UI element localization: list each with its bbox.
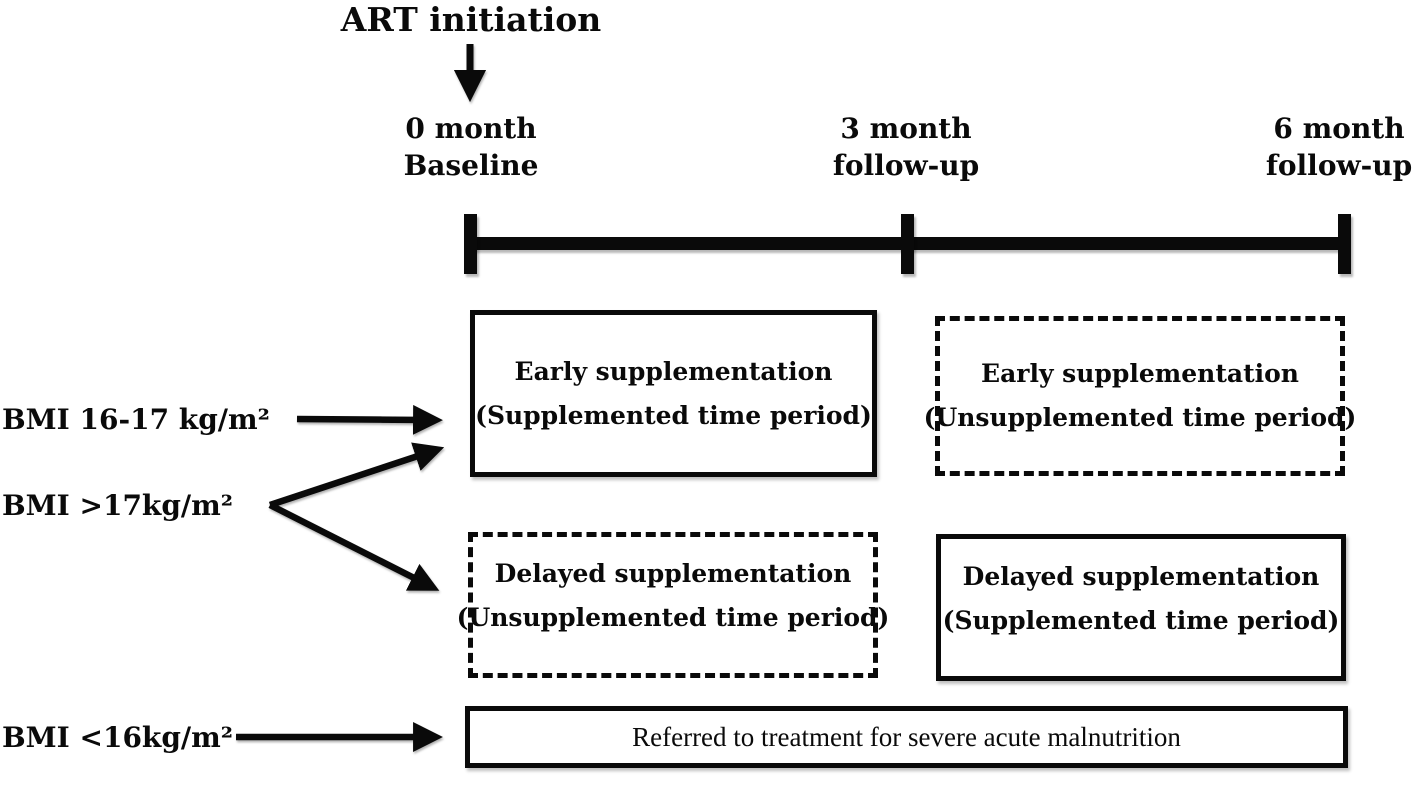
box-early-supplemented-line1: Early supplementation <box>514 356 833 386</box>
bmi-lt-16-label: BMI <16kg/m² <box>2 721 234 754</box>
box-delayed-supplementation-unsupplemented: Delayed supplementation (Unsupplemented … <box>457 532 889 678</box>
arrow-bmi-gt17-to-delayed-box <box>268 502 440 591</box>
timeline-label-3-month-line1: 3 month <box>840 112 972 145</box>
timeline-tick-baseline <box>464 214 477 274</box>
arrow-bmi-16-17-to-early-box <box>296 404 443 435</box>
box-early-unsupplemented-line2: (Unsupplemented time period) <box>923 403 1357 432</box>
timeline-label-0-month-line2: Baseline <box>403 149 539 182</box>
box-delayed-supplemented-line2: (Supplemented time period) <box>942 605 1340 635</box>
box-early-unsupplemented-line1: Early supplementation <box>981 359 1299 388</box>
art-initiation-label: ART initiation <box>340 0 602 39</box>
arrow-bmi-gt17-to-early-box <box>268 442 445 509</box>
box-delayed-supplemented-line1: Delayed supplementation <box>962 561 1320 591</box>
box-early-supplementation-supplemented: Early supplementation (Supplemented time… <box>470 310 877 477</box>
timeline-label-3-month-line2: follow-up <box>832 149 980 182</box>
bmi-gt-17-label: BMI >17kg/m² <box>2 489 234 522</box>
box-delayed-unsupplemented-line1: Delayed supplementation <box>494 559 852 588</box>
box-early-supplemented-line2: (Supplemented time period) <box>475 400 872 430</box>
box-early-supplementation-unsupplemented: Early supplementation (Unsupplemented ti… <box>924 316 1356 476</box>
timeline-label-0-month-line1: 0 month <box>405 112 537 145</box>
box-referred-severe-malnutrition: Referred to treatment for severe acute m… <box>465 706 1348 768</box>
box-delayed-unsupplemented-line2: (Unsupplemented time period) <box>456 603 890 632</box>
timeline-label-6-month: 6 month follow-up <box>1266 110 1412 184</box>
timeline-tick-6-month <box>1338 214 1351 274</box>
bmi-16-17-label: BMI 16-17 kg/m² <box>2 403 270 436</box>
timeline-label-6-month-line1: 6 month <box>1273 112 1405 145</box>
box-delayed-supplementation-supplemented: Delayed supplementation (Supplemented ti… <box>936 534 1346 681</box>
timeline-label-6-month-line2: follow-up <box>1265 149 1413 182</box>
box-referred-label: Referred to treatment for severe acute m… <box>632 722 1181 752</box>
timeline-tick-3-month <box>901 214 914 274</box>
timeline-label-0-month: 0 month Baseline <box>404 110 539 184</box>
timeline-label-3-month: 3 month follow-up <box>833 110 979 184</box>
